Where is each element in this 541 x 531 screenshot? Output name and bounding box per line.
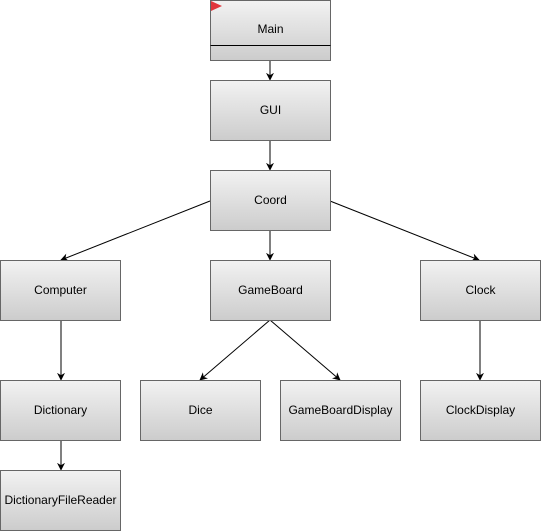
node-label-main: Main	[257, 22, 283, 36]
node-box-gameboarddisplay	[280, 380, 401, 441]
edges-layer	[57, 60, 484, 471]
edge-coord-to-clock	[329, 200, 480, 262]
node-label-gameboard: GameBoard	[238, 283, 303, 297]
node-dice[interactable]: Dice	[140, 380, 261, 441]
edge-gameboard-to-dice	[199, 319, 271, 381]
node-box-dictionary	[0, 380, 121, 441]
node-dictionary[interactable]: Dictionary	[0, 380, 121, 441]
node-gui[interactable]: GUI	[210, 80, 331, 141]
flag-marker-icon	[211, 1, 222, 11]
edge-gameboard-to-gameboarddisplay	[269, 319, 341, 381]
node-box-gameboard	[210, 260, 331, 321]
node-label-coord: Coord	[254, 193, 287, 207]
node-box-main	[210, 0, 331, 61]
node-dictionaryfilereader[interactable]: DictionaryFileReader	[0, 470, 121, 531]
node-box-gui	[210, 80, 331, 141]
node-label-clock: Clock	[465, 283, 496, 297]
node-box-clockdisplay	[420, 380, 541, 441]
node-box-dice	[140, 380, 261, 441]
node-clockdisplay[interactable]: ClockDisplay	[420, 380, 541, 441]
node-gameboarddisplay[interactable]: GameBoardDisplay	[280, 380, 401, 441]
node-box-computer	[0, 260, 121, 321]
node-gameboard[interactable]: GameBoard	[210, 260, 331, 321]
node-box-clock	[420, 260, 541, 321]
edge-coord-to-computer	[60, 200, 211, 262]
node-label-dictionary: Dictionary	[34, 403, 87, 417]
node-coord[interactable]: Coord	[210, 170, 331, 231]
node-label-gui: GUI	[260, 103, 281, 117]
node-box-coord	[210, 170, 331, 231]
node-box-dictionaryfilereader	[0, 470, 121, 531]
node-label-dictionaryfilereader: DictionaryFileReader	[4, 493, 116, 507]
node-label-clockdisplay: ClockDisplay	[446, 403, 515, 417]
node-label-computer: Computer	[34, 283, 87, 297]
node-computer[interactable]: Computer	[0, 260, 121, 321]
node-label-dice: Dice	[188, 403, 212, 417]
node-main[interactable]: Main	[210, 0, 331, 61]
node-clock[interactable]: Clock	[420, 260, 541, 321]
node-label-gameboarddisplay: GameBoardDisplay	[288, 403, 392, 417]
